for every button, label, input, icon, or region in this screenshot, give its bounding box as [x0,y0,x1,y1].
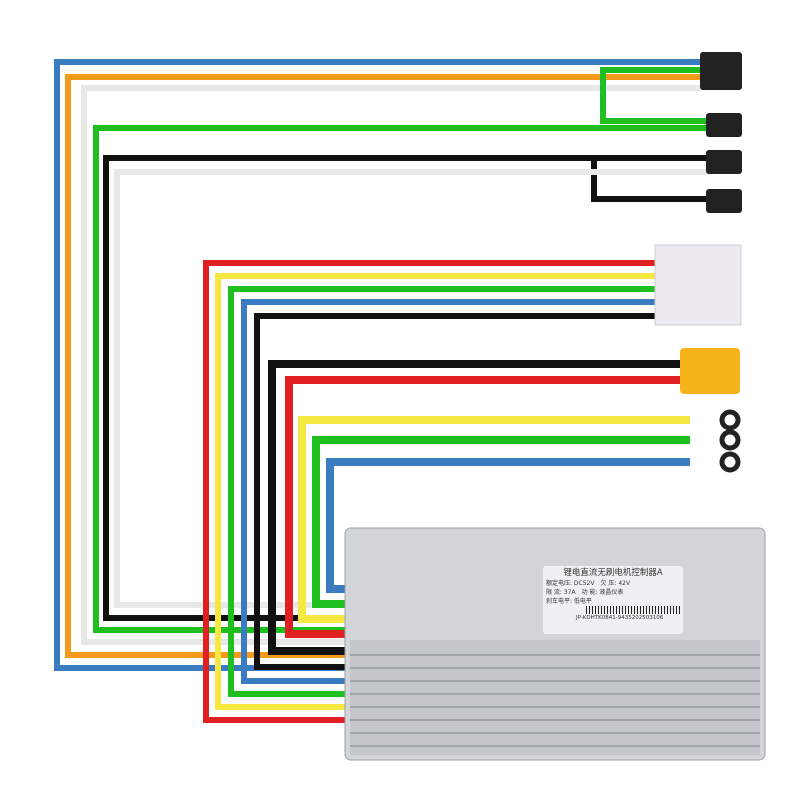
wire-yellow-hall [215,273,660,710]
barcode [586,606,680,614]
wire-orange [65,74,705,658]
wire-yellow-phase [298,416,690,623]
wire-red-hall [203,260,660,723]
serial-number: JP-KDHTK0841-9435202503106 [576,615,664,621]
controller-label: 锂电直流无刷电机控制器A 额定电压: DC52V 欠 压: 42V 限 流: 37… [543,566,683,634]
wire-black-hall [254,313,660,670]
controller-housing [344,527,766,761]
hall-connector [654,244,742,326]
current-limit: 限 流: 37A [546,589,576,596]
wire-black-power [268,360,680,655]
wire-green-phase [312,436,690,608]
wire-blue-hall [241,299,660,684]
wire-white-2 [114,169,710,608]
wire-white [81,85,705,645]
ring-terminal-yellow [719,409,741,431]
ring-terminal-blue [719,451,741,473]
small-connectors [700,52,742,213]
rated-voltage: 额定电压: DC52V [546,580,595,587]
wire-black-loop [591,155,710,202]
xt-power-connector [680,348,740,394]
function: 功 能: 液晶仪表 [581,589,624,596]
connector-2pin-a [706,113,742,137]
wire-red-power [285,376,680,638]
connector-2pin-b [706,150,742,174]
brake-level: 刹车电平: 低电平 [546,598,592,605]
ring-terminal-green [719,429,741,451]
ring-terminals [719,409,741,473]
wire-green-loop [600,67,710,124]
undervoltage: 欠 压: 42V [600,580,631,587]
connector-4pin [700,52,742,90]
label-title: 锂电直流无刷电机控制器A [563,568,663,578]
wire-green-hall [228,286,660,697]
connector-2pin-c [706,189,742,213]
